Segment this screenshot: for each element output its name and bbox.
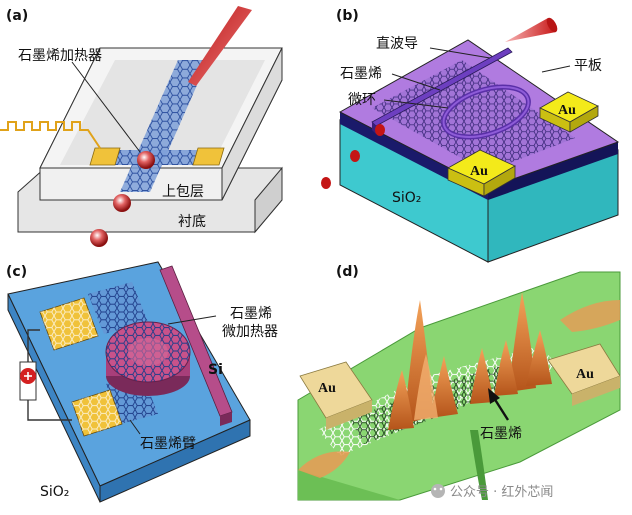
si-label: Si <box>208 362 223 378</box>
slab-label: 平板 <box>574 58 602 74</box>
graphene-heater-label: 石墨烯加热器 <box>18 48 102 64</box>
panel-d-tag: (d) <box>336 264 359 280</box>
microheater-label-line2: 微加热器 <box>222 324 278 340</box>
au-label-d-right: Au <box>576 367 594 382</box>
microring-label: 微环 <box>348 92 376 108</box>
pulse-signal-wire <box>0 121 101 149</box>
watermark-text: 公众号 · 红外芯闻 <box>450 484 553 500</box>
laser-cone-icon <box>505 18 556 42</box>
gold-pad-top-c <box>39 297 99 351</box>
gold-pad-left <box>89 147 121 166</box>
substrate-label: 衬底 <box>178 214 206 230</box>
microheater-label-line1: 石墨烯 <box>230 306 272 322</box>
light-spot-icon <box>113 194 131 212</box>
au-pad-left-d <box>299 361 373 430</box>
heat-distribution-spikes <box>298 292 620 500</box>
gold-pad-bottom-c <box>71 389 123 437</box>
gold-pad-right <box>192 147 225 166</box>
watermark: 公众号 · 红外芯闻 <box>431 484 553 500</box>
panel-a-tag: (a) <box>6 8 28 24</box>
panel-a: (a) 石墨烯加热器 上包层 衬底 <box>0 6 283 247</box>
au-pad-right-d <box>547 343 621 406</box>
light-spot-icon <box>350 150 360 162</box>
panel-c-tag: (c) <box>6 264 27 280</box>
panel-c: (c) 石墨烯 微加热器 Si 石墨烯臂 SiO₂ <box>6 261 278 503</box>
sio2-label-b: SiO₂ <box>392 190 421 206</box>
panel-b-tag: (b) <box>336 8 359 24</box>
wechat-icon <box>431 484 445 498</box>
panel-b: (b) 直波导 石墨烯 平板 微环 Au Au SiO₂ <box>321 8 620 263</box>
panel-d: (d) Au Au 石墨烯 <box>297 264 621 501</box>
au-label-d-left: Au <box>318 381 336 396</box>
graphene-arm-label: 石墨烯臂 <box>140 436 196 452</box>
au-label-b-top: Au <box>558 103 576 118</box>
graphene-label-d: 石墨烯 <box>480 426 522 442</box>
upper-cladding-label: 上包层 <box>162 184 204 200</box>
light-spot-icon <box>137 151 155 169</box>
au-pad-bottom-left <box>447 149 516 197</box>
graphene-arm-top <box>88 282 148 334</box>
au-pad-top-right <box>539 91 599 133</box>
light-spot-icon <box>321 177 331 189</box>
sio2-label-c: SiO₂ <box>40 484 69 500</box>
straight-waveguide-label: 直波导 <box>376 35 418 52</box>
graphene-label-b: 石墨烯 <box>340 66 382 82</box>
graphene-pointer-arrow <box>488 388 510 421</box>
au-label-b-bottom: Au <box>470 164 488 179</box>
light-spot-icon <box>375 124 385 136</box>
graphene-sheet-b <box>372 60 575 172</box>
power-source-icon <box>19 361 37 401</box>
laser-beam-icon <box>188 6 252 86</box>
light-spot-icon <box>90 229 108 247</box>
